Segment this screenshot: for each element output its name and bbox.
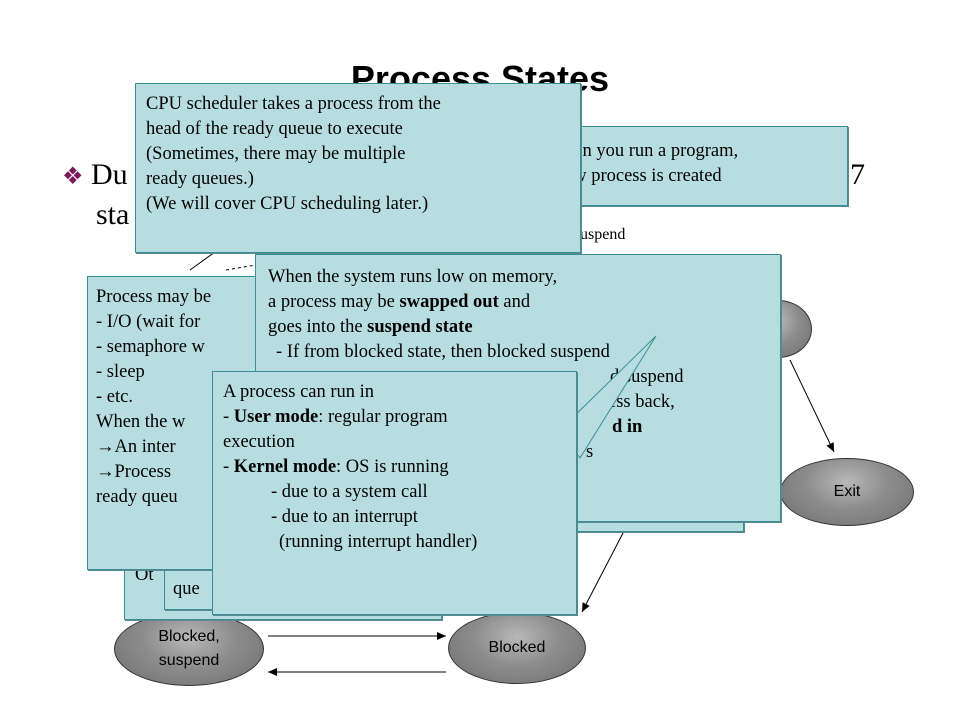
reasons-line-5: - etc. xyxy=(96,387,133,407)
modes-line-6: - due to an interrupt xyxy=(271,507,418,527)
bullet-line-1: ❖ Du xyxy=(62,156,128,196)
arrow-to-exit xyxy=(789,359,835,453)
bullet-line-2: sta xyxy=(96,198,130,231)
occluded-text-ot: Ot xyxy=(135,565,154,585)
reasons-line-3: - semaphore w xyxy=(96,337,205,357)
note-run-line-1: hen you run a program, xyxy=(565,141,739,161)
arrow-right-icon: → xyxy=(96,437,115,457)
suspend-edge-label: uspend xyxy=(580,226,626,243)
note-run-line-2: ew process is created xyxy=(565,166,722,186)
blocked-suspend-label-1: Blocked, xyxy=(158,628,220,645)
state-node-blocked: Blocked xyxy=(448,612,586,684)
reasons-line-6: When the w xyxy=(96,412,186,432)
modes-line-4: - Kernel mode: OS is running xyxy=(223,457,449,477)
note-cpu-scheduler: CPU scheduler takes a process from the h… xyxy=(135,83,581,253)
diamond-bullet-icon: ❖ xyxy=(62,164,84,190)
modes-line-5: - due to a system call xyxy=(271,482,428,502)
reasons-line-8: →Process xyxy=(96,462,172,482)
swap-line-8: s xyxy=(586,442,594,462)
swap-line-1: When the system runs low on memory, xyxy=(268,267,558,287)
blocked-suspend-label-2: suspend xyxy=(158,652,220,669)
bullet-text-suffix: 7 xyxy=(850,158,865,191)
reasons-line-1: Process may be xyxy=(96,287,212,307)
exit-label: Exit xyxy=(833,483,861,500)
cpu-line-3: (Sometimes, there may be multiple xyxy=(146,144,406,164)
swap-line-6: ess back, xyxy=(608,392,675,412)
note-run-modes: A process can run in - User mode: regula… xyxy=(212,371,577,615)
bullet-text-prefix: Du xyxy=(91,158,128,191)
swap-line-2: a process may be swapped out and xyxy=(268,292,531,312)
cpu-line-4: ready queues.) xyxy=(146,169,254,189)
reasons-line-4: - sleep xyxy=(96,362,145,382)
arrow-right-icon: → xyxy=(96,462,115,482)
note-run-program: hen you run a program, ew process is cre… xyxy=(540,126,848,206)
cpu-line-1: CPU scheduler takes a process from the xyxy=(146,94,441,114)
modes-line-7: (running interrupt handler) xyxy=(279,532,478,552)
modes-line-3: execution xyxy=(223,432,295,452)
occluded-text-que: que xyxy=(173,579,200,599)
reasons-line-7: →An inter xyxy=(96,437,176,457)
state-node-blocked-suspend: Blocked, suspend xyxy=(114,612,264,686)
swap-line-3: goes into the suspend state xyxy=(268,317,473,337)
state-node-exit: Exit xyxy=(780,458,914,526)
modes-line-2: - User mode: regular program xyxy=(223,407,448,427)
swap-line-4: - If from blocked state, then blocked su… xyxy=(276,342,610,362)
cpu-line-5: (We will cover CPU scheduling later.) xyxy=(146,194,429,214)
reasons-line-2: - I/O (wait for xyxy=(96,312,201,332)
blocked-label: Blocked xyxy=(488,639,546,656)
reasons-line-9: ready queu xyxy=(96,487,178,507)
cpu-line-2: head of the ready queue to execute xyxy=(146,119,403,139)
swap-line-7: d in xyxy=(612,417,643,437)
modes-line-1: A process can run in xyxy=(223,382,375,402)
